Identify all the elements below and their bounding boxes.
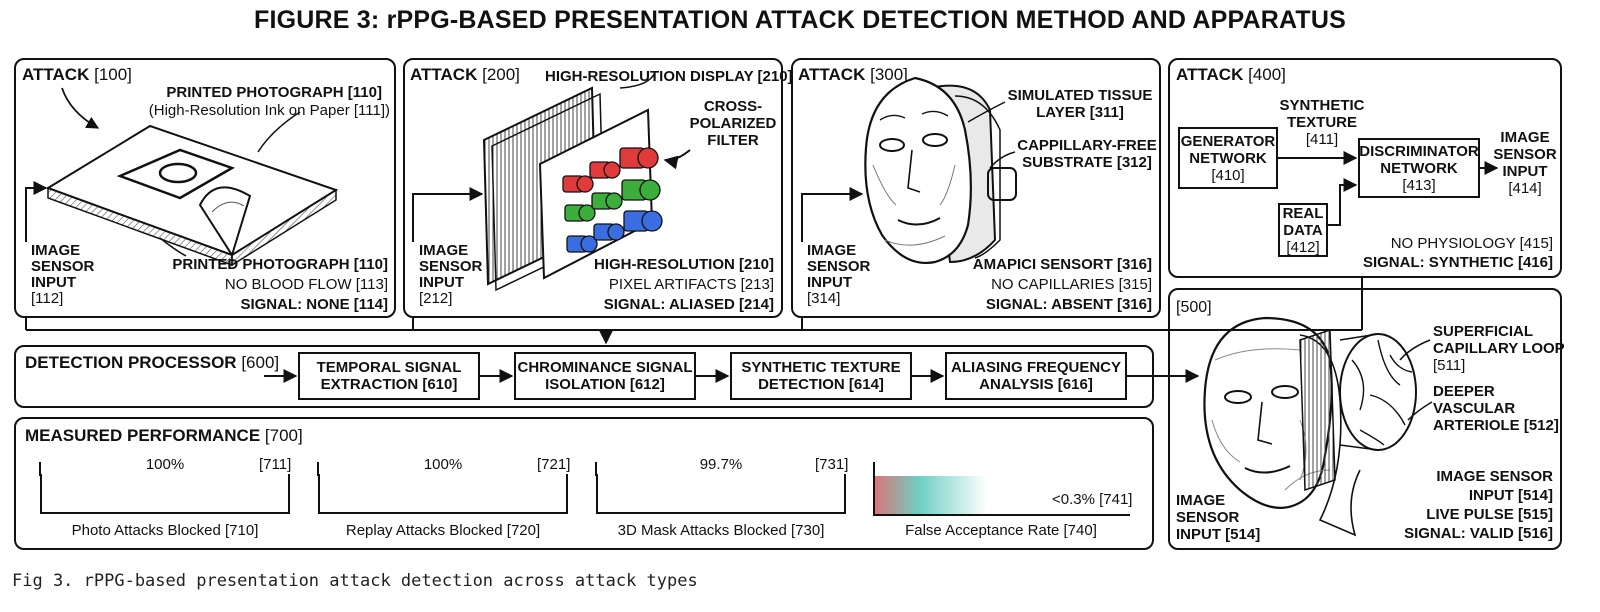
- printed-photo-illustration: [45, 87, 339, 267]
- metric-photo-ref: [711]: [259, 456, 292, 473]
- metric-far-label: False Acceptance Rate [740]: [905, 522, 1097, 539]
- gan-arrows: [1278, 151, 1499, 226]
- attack-300-status: AMAPICI SENSORT [316]NO CAPILLARIES [315…: [972, 256, 1152, 313]
- figure-caption: Fig 3. rPPG-based presentation attack de…: [12, 571, 698, 591]
- metric-photo-label: Photo Attacks Blocked [710]: [71, 522, 259, 539]
- attack-300-header: ATTACK [300]: [798, 65, 908, 84]
- led-green-3: [621, 179, 661, 201]
- led-red-1: [562, 175, 594, 193]
- processor-bus: [25, 278, 1363, 345]
- performance-header: MEASURED PERFORMANCE [700]: [25, 426, 303, 445]
- ink-paper-sublabel: (High-Resolution Ink on Paper [111]): [148, 102, 390, 119]
- attack-400-header: ATTACK [400]: [1176, 65, 1286, 84]
- metric-photo-bar: [40, 474, 290, 514]
- led-green-1: [564, 204, 596, 222]
- led-red-2: [589, 161, 621, 179]
- led-blue-1: [566, 235, 598, 253]
- attack-200-status: HIGH-RESOLUTION [210]PIXEL ARTIFACTS [21…: [593, 256, 774, 313]
- metric-far-value: <0.3% [741]: [1052, 491, 1133, 508]
- led-blue-3: [623, 210, 663, 232]
- metric-mask-label: 3D Mask Attacks Blocked [730]: [617, 522, 825, 539]
- processor-header: DETECTION PROCESSOR [600]: [25, 353, 280, 372]
- figure-title: FIGURE 3: rPPG-BASED PRESENTATION ATTACK…: [254, 6, 1346, 34]
- display-label: HIGH-RESOLUTION DISPLAY [210]: [545, 68, 793, 85]
- attack-400-status: NO PHYSIOLOGY [415]SIGNAL: SYNTHETIC [41…: [1362, 235, 1553, 271]
- led-red-3: [619, 147, 659, 169]
- panel-500-ref: [500]: [1176, 299, 1212, 316]
- led-blue-2: [593, 223, 625, 241]
- led-green-2: [591, 192, 623, 210]
- attack-100-header: ATTACK [100]: [22, 65, 132, 84]
- live-face-illustration: [1203, 316, 1433, 537]
- metric-photo-value: 100%: [145, 456, 185, 473]
- far-axis-bottom: [873, 514, 1130, 516]
- mask-illustration: [864, 76, 1017, 264]
- far-gradient-fill: [875, 476, 987, 514]
- performance-bar-ticks: [39, 462, 597, 476]
- metric-mask-bar: [596, 474, 846, 514]
- metric-mask-value: 99.7%: [699, 456, 743, 473]
- printed-photograph-label: PRINTED PHOTOGRAPH [110]: [166, 84, 382, 101]
- metric-mask-ref: [731]: [815, 456, 849, 473]
- metric-replay-ref: [721]: [537, 456, 571, 473]
- sensor-input-arrows: [25, 181, 864, 242]
- far-axis-left: [873, 462, 875, 516]
- metric-replay-value: 100%: [423, 456, 463, 473]
- metric-replay-bar: [318, 474, 568, 514]
- attack-200-header: ATTACK [200]: [410, 65, 520, 84]
- metric-replay-label: Replay Attacks Blocked [720]: [345, 522, 541, 539]
